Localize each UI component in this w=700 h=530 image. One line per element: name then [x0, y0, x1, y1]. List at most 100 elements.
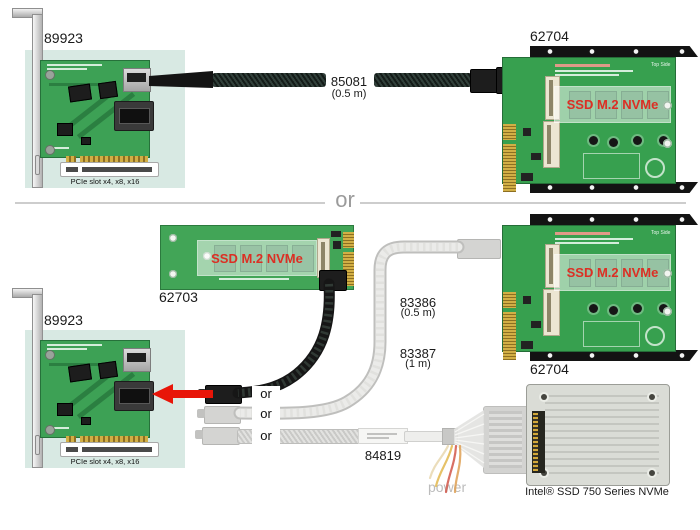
intel-ssd-label: Intel® SSD 750 Series NVMe — [525, 486, 669, 498]
component — [531, 321, 541, 328]
bracket-tab — [12, 288, 43, 298]
silkscreen-mark — [47, 64, 102, 66]
product-number-62703: 62703 — [159, 289, 198, 305]
m2-slot — [547, 293, 551, 332]
m2-socket — [543, 289, 560, 336]
component — [523, 128, 531, 136]
connector-slot — [127, 73, 146, 82]
sff-8643-receptacle — [114, 101, 154, 131]
cable-85081-braid-left — [212, 73, 326, 87]
gray-cable-connector-end — [202, 427, 240, 445]
ssd-heatsink-ridges — [545, 395, 659, 475]
standoff-hole — [589, 136, 598, 145]
sff-8654-connector — [123, 348, 151, 372]
ssd-body — [526, 384, 670, 486]
ssd-m2-nvme-label: SSD M.2 NVMe — [566, 265, 659, 280]
mounting-hole — [663, 307, 672, 316]
silkscreen-mark — [219, 278, 289, 280]
cable-84819-id: 84819 — [364, 448, 402, 463]
pcie-slot-graphic — [60, 162, 159, 177]
cable-84819-label-band — [358, 428, 408, 444]
ssd-m2-nvme-label: SSD M.2 NVMe — [211, 251, 303, 266]
pcie-slot-graphic — [60, 442, 159, 457]
cable-85081-braid-right — [374, 73, 472, 87]
power-label: power — [428, 479, 467, 495]
board-pcb: SSD M.2 NVMe Top Side — [502, 225, 676, 360]
mounting-hole — [663, 269, 672, 278]
chip — [57, 123, 73, 136]
silkscreen-mark — [47, 147, 69, 149]
sff-8654-connector — [123, 68, 151, 92]
cable-83386-length: (0.5 m) — [400, 307, 436, 319]
card-pcb — [40, 60, 154, 158]
component — [333, 241, 341, 249]
white-cable-plug — [457, 239, 501, 259]
silkscreen-outline — [583, 321, 640, 347]
chip — [97, 80, 119, 100]
m2-slot — [547, 125, 551, 164]
screw — [45, 70, 55, 80]
ghost-chip — [595, 259, 617, 287]
connector-nub — [195, 430, 203, 439]
silkscreen-mark — [47, 68, 87, 70]
bracket-screw-slot — [35, 435, 40, 455]
silkscreen-mark — [555, 74, 619, 76]
mounting-frame-bottom — [530, 350, 698, 361]
silkscreen-mark — [555, 70, 633, 72]
ghost-chip — [569, 259, 591, 287]
chip — [57, 403, 73, 416]
component — [523, 296, 531, 304]
m2-slot — [549, 248, 553, 284]
or-label-1: or — [252, 386, 280, 402]
cable-62703-black-braid — [237, 283, 334, 397]
standoff-hole — [633, 304, 642, 313]
pcie-slot-label: PCIe slot x4, x8, x16 — [70, 457, 140, 466]
mounting-hole — [169, 234, 177, 242]
pcie-slot-opening — [66, 167, 152, 172]
cable-84819-crimp — [442, 428, 458, 445]
component — [81, 417, 91, 425]
cable-84819-thin-segment — [404, 431, 444, 442]
m2-slot — [549, 80, 553, 116]
component — [81, 137, 91, 145]
pcie-slot-opening — [66, 447, 152, 452]
ssd-screw — [541, 394, 547, 400]
mounting-frame-bottom — [530, 182, 698, 193]
ssd-screw — [649, 394, 655, 400]
card-pcb — [40, 340, 154, 438]
silkscreen-mark — [47, 344, 102, 346]
screw — [45, 350, 55, 360]
top-side-label: Top Side — [651, 230, 671, 236]
silkscreen-mark — [555, 238, 633, 240]
chip — [97, 360, 119, 380]
bracket-screw-slot — [35, 155, 40, 175]
wire-fan — [454, 410, 484, 468]
white-cable-connector-end — [204, 406, 241, 424]
top-side-label: Top Side — [651, 62, 671, 68]
silkscreen-mark — [555, 242, 619, 244]
silkscreen-mark — [47, 427, 69, 429]
adapter-board-62703: SSD M.2 NVMe — [158, 222, 362, 297]
ghost-chip — [595, 91, 617, 119]
connector-slot — [127, 353, 146, 362]
ghost-m2-ssd: SSD M.2 NVMe — [197, 240, 317, 276]
connector-slot — [119, 108, 150, 124]
cable-85081-id: 85081 — [330, 74, 368, 89]
divider-or-label: or — [335, 187, 355, 212]
silkscreen-mark — [555, 64, 610, 67]
ghost-chip — [621, 259, 643, 287]
plug-teeth — [489, 411, 522, 468]
silkscreen-circle — [645, 158, 665, 178]
cable-62703-black — [232, 278, 335, 399]
chip — [67, 363, 93, 383]
component — [331, 231, 341, 237]
silkscreen-mark — [555, 232, 610, 235]
cable-85081-length: (0.5 m) — [331, 88, 367, 100]
screw — [45, 425, 55, 435]
chip — [67, 83, 93, 103]
standoff-hole — [589, 304, 598, 313]
sata-data-contacts — [343, 232, 354, 248]
band-print — [367, 437, 389, 439]
sata-power-contacts — [503, 144, 516, 192]
